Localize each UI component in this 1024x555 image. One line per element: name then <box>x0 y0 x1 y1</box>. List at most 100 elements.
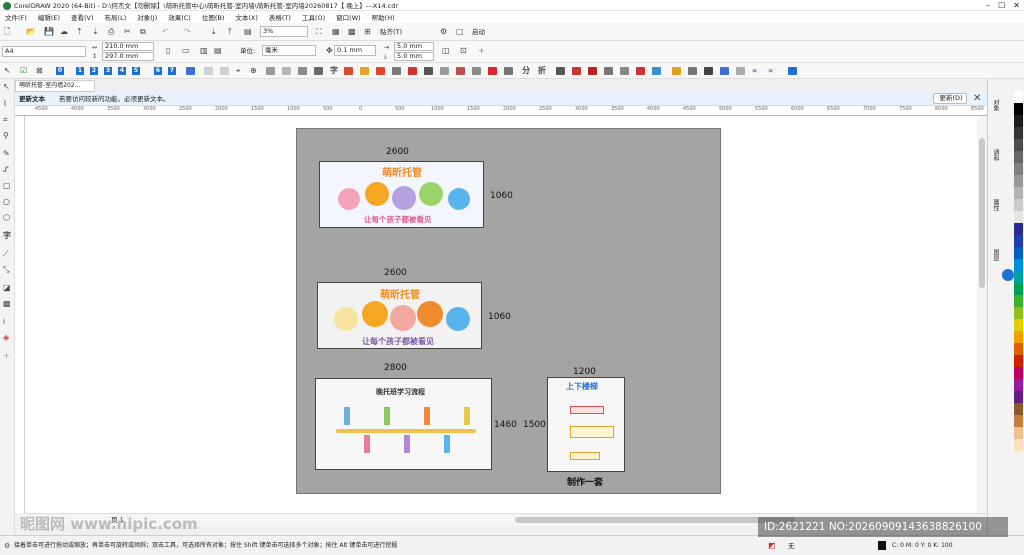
palette-swatch[interactable] <box>1014 103 1023 115</box>
palette-swatch[interactable] <box>1014 163 1023 175</box>
menu-window[interactable]: 窗口(W) <box>336 14 361 22</box>
outline-color-swatch[interactable] <box>878 541 886 550</box>
palette-swatch[interactable] <box>1014 235 1023 247</box>
palette-swatch[interactable] <box>1014 283 1023 295</box>
macro-4-button[interactable]: 4 <box>118 67 126 75</box>
fill-icon[interactable] <box>344 67 353 75</box>
landscape-icon[interactable]: ▭ <box>182 46 190 55</box>
macro-3-button[interactable]: 3 <box>104 67 112 75</box>
docker-tab-objects[interactable]: 对象 <box>992 99 999 111</box>
palette-swatch[interactable] <box>1014 355 1023 367</box>
page-width-field[interactable]: 210.0 mm <box>102 42 154 51</box>
zoom-level-field[interactable]: 3% <box>260 26 308 37</box>
fullscreen-icon[interactable]: ⛶ <box>316 27 322 36</box>
cloud-download-icon[interactable]: ⇣ <box>92 27 99 36</box>
trim-icon[interactable] <box>488 67 497 75</box>
palette-swatch[interactable] <box>1014 211 1023 223</box>
menu-help[interactable]: 帮助(H) <box>371 14 395 22</box>
palette-swatch[interactable] <box>1014 379 1023 391</box>
weld-icon[interactable] <box>472 67 481 75</box>
rectangle-tool-icon[interactable]: ▢ <box>3 181 11 190</box>
launch-dropdown[interactable]: 启动 <box>472 28 485 36</box>
palette-swatch[interactable] <box>1014 187 1023 199</box>
blend-icon[interactable] <box>556 67 565 75</box>
settings-gear-icon[interactable]: ⚙ <box>440 27 448 36</box>
fold-icon[interactable]: 折 <box>538 66 546 75</box>
macro-1-button[interactable]: 1 <box>76 67 84 75</box>
grid-icon[interactable]: ▩ <box>348 27 356 36</box>
palette-swatch[interactable] <box>1014 175 1023 187</box>
frame-icon[interactable] <box>266 67 275 75</box>
split-icon[interactable]: 分 <box>522 66 530 75</box>
horizontal-scroll-thumb[interactable] <box>515 517 795 523</box>
extrude-icon[interactable] <box>604 67 613 75</box>
palette-swatch[interactable] <box>1014 319 1023 331</box>
shape-tool-icon[interactable]: ⌇ <box>3 99 7 108</box>
macro-2-button[interactable]: 2 <box>90 67 98 75</box>
menu-table[interactable]: 表格(T) <box>268 14 291 22</box>
double-right-icon[interactable]: » <box>768 66 774 75</box>
check-icon[interactable]: ☑ <box>20 66 28 75</box>
fill-indicator-icon[interactable]: ◩ <box>768 541 776 550</box>
crop-icon[interactable]: ⊠ <box>36 66 43 75</box>
lens-icon[interactable] <box>652 67 661 75</box>
macro-7-button[interactable]: 7 <box>168 67 176 75</box>
docker-button-icon[interactable] <box>1002 269 1014 281</box>
design-1-panel[interactable]: 萌昕托管 让每个孩子都被看见 <box>319 161 484 228</box>
publish-pdf-icon[interactable]: ▤ <box>244 27 252 36</box>
page-tab[interactable]: 页 1 <box>111 516 124 524</box>
palette-swatch[interactable] <box>1014 403 1023 415</box>
palette-swatch[interactable] <box>1014 391 1023 403</box>
palette-swatch[interactable] <box>1014 199 1023 211</box>
zoom-tool-icon[interactable]: ⚲ <box>3 131 9 140</box>
ellipse-tool-icon[interactable]: ○ <box>3 197 10 206</box>
convert-icon[interactable] <box>408 67 417 75</box>
mesh-icon[interactable] <box>720 67 729 75</box>
vertical-scrollbar[interactable] <box>977 116 987 513</box>
docker-tab-blend[interactable]: 调和 <box>992 149 999 161</box>
copy-icon[interactable]: ⧉ <box>140 27 146 36</box>
cloud-icon[interactable]: ☁ <box>60 27 68 36</box>
transparency-tool-icon[interactable]: ▩ <box>3 299 11 308</box>
envelope-icon[interactable] <box>588 67 597 75</box>
page-height-field[interactable]: 297.0 mm <box>102 52 154 61</box>
menu-tools[interactable]: 工具(O) <box>301 14 326 22</box>
macro-5-button[interactable]: 5 <box>132 67 140 75</box>
macro-0-button[interactable]: 0 <box>56 67 64 75</box>
import-icon[interactable]: ⤓ <box>212 27 216 36</box>
contour-icon[interactable] <box>572 67 581 75</box>
dimension-tool-icon[interactable]: ⟋ <box>3 249 9 258</box>
align-left-icon[interactable] <box>186 67 195 75</box>
menu-view[interactable]: 查看(V) <box>71 14 94 22</box>
intersect-icon[interactable] <box>504 67 513 75</box>
menu-layout[interactable]: 布局(L) <box>104 14 127 22</box>
design-3-panel[interactable]: 晚托班学习流程 <box>315 378 492 470</box>
palette-swatch[interactable] <box>1014 115 1023 127</box>
palette-swatch[interactable] <box>1014 367 1023 379</box>
add-tool-icon[interactable]: + <box>3 351 10 360</box>
palette-swatch[interactable] <box>1014 295 1023 307</box>
menu-edit[interactable]: 编辑(E) <box>37 14 60 22</box>
crop-tool-icon[interactable]: ⌗ <box>3 115 8 124</box>
document-tab[interactable]: 萌昕托管-室内墙202... <box>15 80 95 92</box>
palette-swatch[interactable] <box>1014 307 1023 319</box>
menu-text[interactable]: 文本(X) <box>235 14 258 22</box>
new-document-icon[interactable]: 🗋 <box>4 27 11 36</box>
print-icon[interactable]: ⎙ <box>108 27 115 36</box>
menu-effects[interactable]: 效果(C) <box>168 14 191 22</box>
target-icon[interactable]: ⊕ <box>250 66 257 75</box>
cloud-upload-icon[interactable]: ⇡ <box>76 27 83 36</box>
text-tool-icon[interactable]: 字 <box>330 66 338 75</box>
ungroup-icon[interactable] <box>314 67 323 75</box>
house-icon[interactable] <box>282 67 291 75</box>
notice-close-icon[interactable]: ✕ <box>973 93 982 104</box>
page-border-icon[interactable]: ⊡ <box>460 46 467 55</box>
duplicate-y-field[interactable]: 5.0 mm <box>394 52 434 61</box>
color-icon[interactable] <box>376 67 385 75</box>
interactive-fill-tool-icon[interactable]: ◈ <box>3 333 10 342</box>
nudge-distance-field[interactable]: 0.1 mm <box>334 45 376 56</box>
open-icon[interactable]: 📂 <box>26 27 36 36</box>
page-size-select[interactable]: A4 <box>2 46 86 57</box>
palette-swatch[interactable] <box>1014 415 1023 427</box>
vertical-ruler[interactable] <box>15 116 25 513</box>
